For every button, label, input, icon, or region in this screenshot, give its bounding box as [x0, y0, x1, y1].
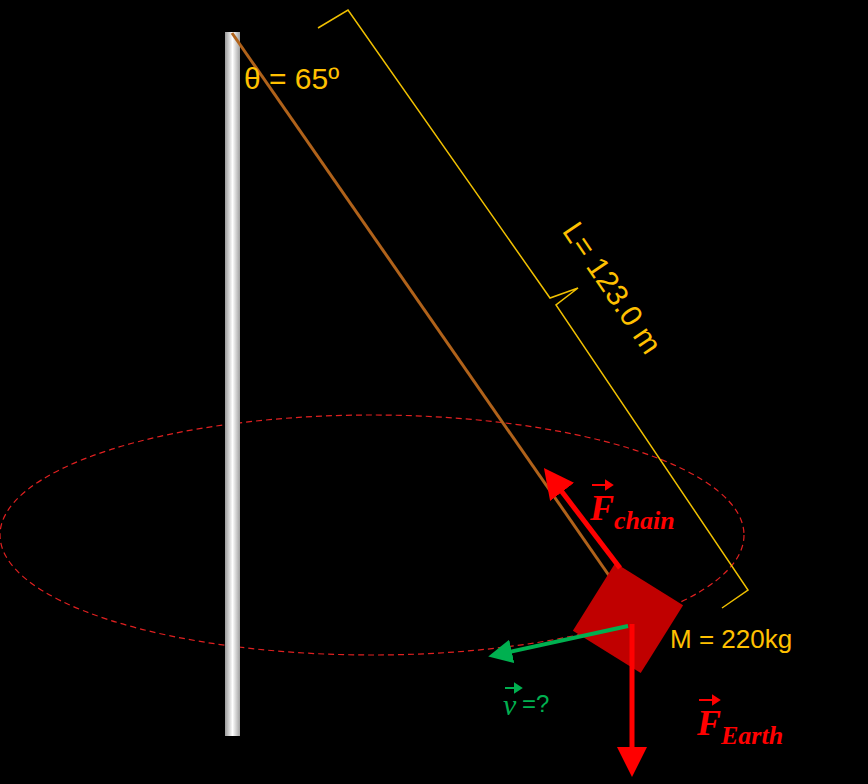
force-subscript: chain — [614, 508, 675, 534]
length-label: L= 123.0 m — [557, 217, 666, 359]
gravity-force-arrow — [630, 624, 635, 762]
force-symbol: F — [590, 490, 614, 526]
force-subscript: Earth — [721, 723, 783, 749]
length-bracket — [318, 10, 748, 608]
pole — [225, 32, 240, 736]
velocity-arrow — [500, 626, 628, 654]
chain — [232, 33, 626, 600]
velocity-symbol: v — [503, 690, 516, 720]
chain-force-arrow — [553, 480, 620, 568]
mass-label: M = 220kg — [670, 626, 792, 652]
force-symbol: F — [697, 705, 721, 741]
velocity-value: =? — [522, 692, 549, 716]
mass-block — [573, 563, 683, 673]
angle-label: θ = 65º — [244, 64, 339, 94]
